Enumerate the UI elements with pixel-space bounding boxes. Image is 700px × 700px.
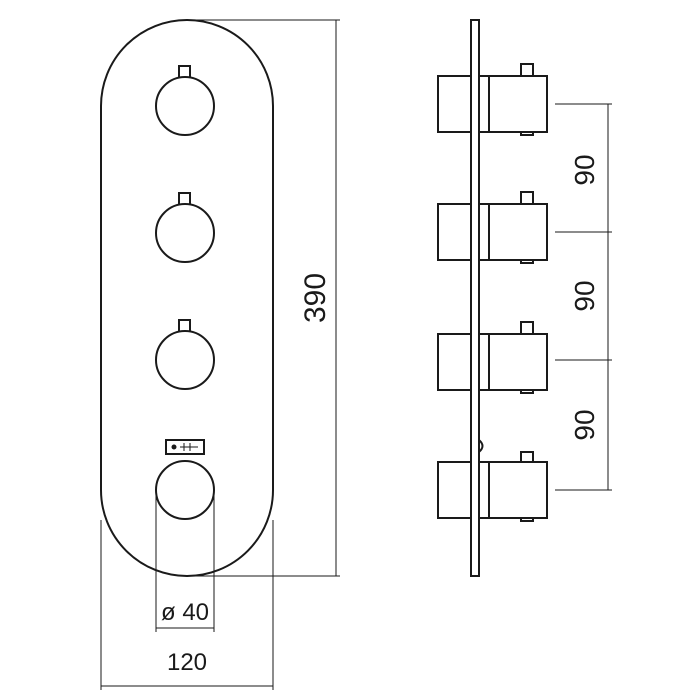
front-view: ø 40 120 390 bbox=[100, 19, 340, 690]
front-knob-1 bbox=[155, 65, 215, 136]
knob-2-circle bbox=[155, 203, 215, 263]
side-view: 90 90 90 bbox=[437, 19, 612, 577]
spacing-label-1: 90 bbox=[569, 154, 600, 185]
plate-width-label: 120 bbox=[167, 649, 207, 676]
dim-knob-spacing: 90 90 90 bbox=[555, 103, 612, 491]
side-knob-3 bbox=[437, 321, 548, 394]
side-knob-2 bbox=[437, 191, 548, 264]
knob-1-circle bbox=[155, 76, 215, 136]
thermostat-knob-circle bbox=[155, 460, 215, 520]
dim-knob-diameter: ø 40 bbox=[155, 490, 215, 632]
plate-height-label: 390 bbox=[299, 273, 332, 323]
knob-diameter-label: ø 40 bbox=[161, 599, 209, 626]
dim-plate-height: 390 bbox=[187, 19, 340, 577]
spacing-label-3: 90 bbox=[569, 409, 600, 440]
side-plate bbox=[470, 19, 480, 577]
thermostat-scale-icon bbox=[165, 439, 205, 455]
front-knob-thermostat bbox=[155, 439, 215, 520]
front-knob-3 bbox=[155, 319, 215, 390]
side-plate-tab bbox=[478, 439, 484, 453]
front-knob-2 bbox=[155, 192, 215, 263]
dim-plate-width: 120 bbox=[100, 520, 274, 690]
knob-3-circle bbox=[155, 330, 215, 390]
side-knob-4 bbox=[437, 451, 548, 522]
side-knob-1 bbox=[437, 63, 548, 136]
spacing-label-2: 90 bbox=[569, 280, 600, 311]
